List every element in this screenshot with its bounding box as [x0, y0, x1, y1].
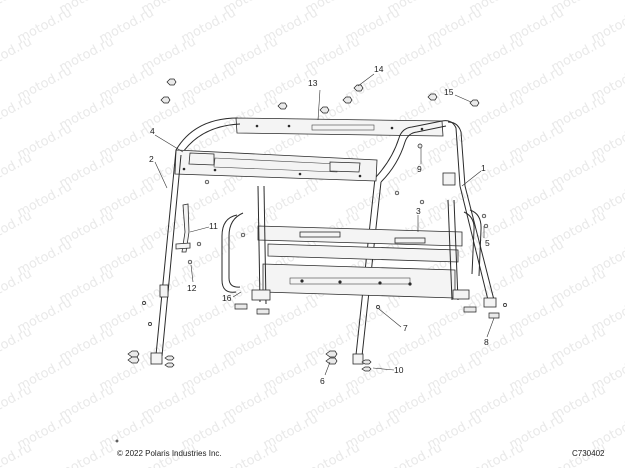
callout-8: 8 [484, 337, 489, 347]
main-frame-side [175, 117, 497, 365]
callout-1: 1 [481, 163, 486, 173]
callout-16: 16 [222, 293, 232, 303]
grab-handles [221, 209, 482, 293]
copyright-notice: © 2022 Polaris Industries Inc. [117, 449, 222, 458]
callout-13: 13 [308, 78, 318, 88]
front-header-panel [174, 149, 378, 182]
hardware [115, 78, 507, 443]
rear-upper-panel [235, 117, 444, 137]
callout-12: 12 [187, 283, 197, 293]
callout-15: 15 [444, 87, 454, 97]
hinge-bracket [175, 203, 191, 253]
callout-5: 5 [485, 238, 490, 248]
callout-14: 14 [374, 64, 384, 74]
callout-3: 3 [416, 206, 421, 216]
lower-cross-frame [251, 185, 470, 305]
callout-11: 11 [209, 221, 218, 231]
callout-9: 9 [417, 164, 422, 174]
callout-6: 6 [320, 376, 325, 386]
rear-hoop [441, 120, 466, 187]
callout-4: 4 [150, 126, 155, 136]
left-front-leg [150, 149, 182, 365]
callout-2: 2 [149, 154, 154, 164]
callout-7: 7 [403, 323, 408, 333]
callout-10: 10 [394, 365, 404, 375]
figure-code: C730402 [572, 449, 605, 458]
leader-lines [154, 73, 495, 376]
callout-labels: 1 2 3 4 5 6 7 8 9 10 11 12 13 14 15 16 [149, 64, 490, 386]
